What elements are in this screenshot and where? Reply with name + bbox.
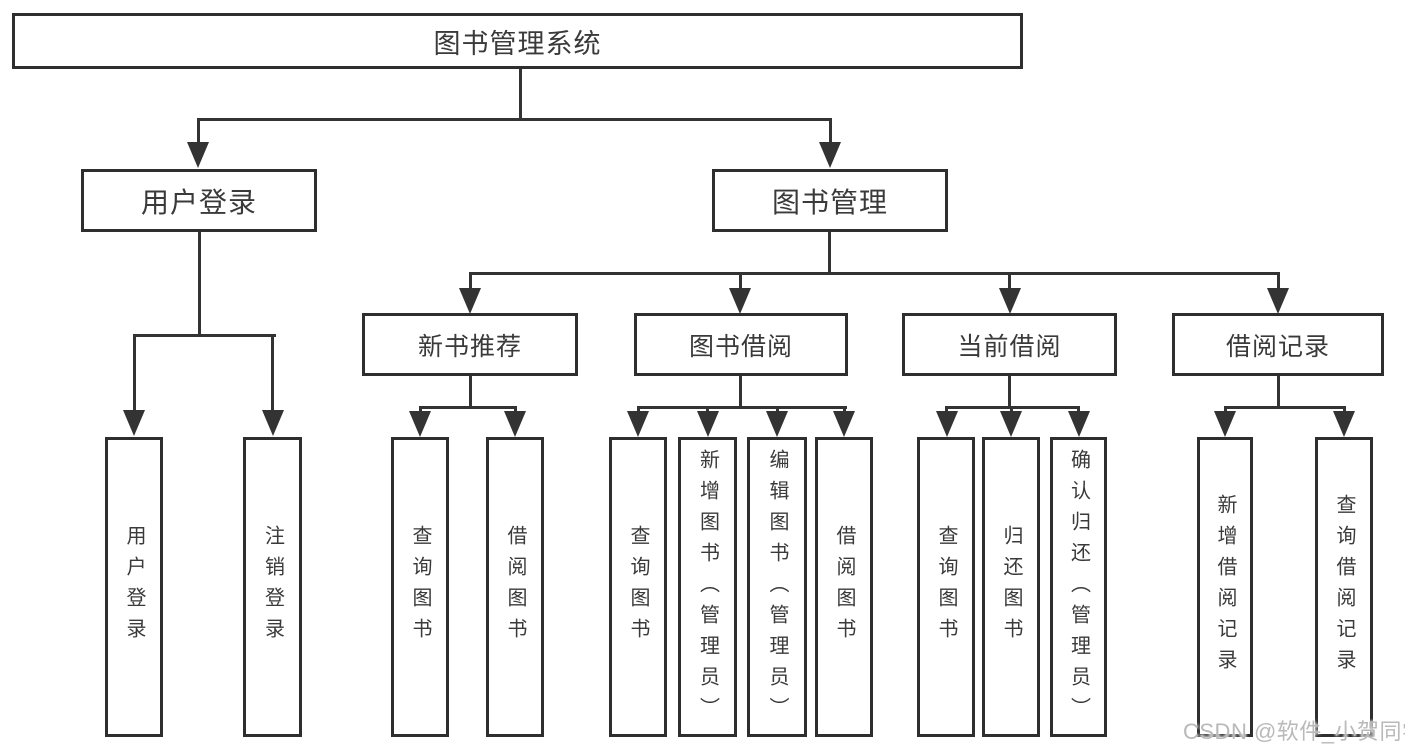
- leaf-label: 查询图书: [409, 525, 431, 649]
- connector-arrow-down: [696, 406, 719, 437]
- leaf-borrow-books-2: 借阅图书: [815, 437, 873, 737]
- leaf-add-borrow-record: 新增借阅记录: [1197, 437, 1253, 737]
- node-new-book-recommend: 新书推荐: [362, 313, 578, 376]
- leaf-label: 归还图书: [1000, 525, 1022, 649]
- leaf-label: 用户登录: [123, 525, 145, 649]
- connector-arrow-down: [1214, 406, 1236, 437]
- connector-line: [518, 69, 522, 120]
- leaf-edit-book-admin: 编辑图书（管理员）: [747, 437, 807, 737]
- node-library-system: 图书管理系统: [12, 13, 1023, 69]
- connector-line: [468, 375, 472, 407]
- connector-arrow-down: [123, 335, 145, 436]
- connector-arrow-down: [819, 118, 841, 168]
- leaf-label: 确认归还（管理员）: [1067, 449, 1090, 728]
- connector-line: [1223, 406, 1346, 409]
- leaf-label: 新增借阅记录: [1214, 494, 1236, 680]
- node-current-borrow: 当前借阅: [902, 313, 1117, 376]
- connector-line: [739, 375, 742, 407]
- leaf-query-books-2: 查询图书: [609, 437, 667, 737]
- leaf-label: 查询借阅记录: [1333, 494, 1355, 680]
- connector-line: [196, 118, 832, 121]
- connector-arrow-down: [1267, 272, 1289, 314]
- connector-line: [1008, 375, 1011, 407]
- connector-arrow-down: [1067, 406, 1090, 437]
- csdn-watermark: CSDN @软件_小贺同学: [1183, 719, 1405, 744]
- connector-arrow-down: [998, 272, 1021, 314]
- leaf-label: 查询图书: [935, 525, 957, 649]
- connector-arrow-down: [766, 406, 788, 437]
- leaf-label: 查询图书: [627, 525, 649, 649]
- connector-line: [197, 231, 201, 335]
- leaf-query-borrow-record: 查询借阅记录: [1315, 437, 1373, 737]
- node-book-borrow: 图书借阅: [634, 313, 848, 376]
- connector-arrow-down: [187, 118, 209, 168]
- connector-line: [468, 272, 1280, 275]
- connector-arrow-down: [1000, 406, 1022, 437]
- leaf-label: 新增图书（管理员）: [696, 449, 719, 728]
- leaf-logout-login: 注销登录: [243, 437, 302, 737]
- connector-arrow-down: [504, 406, 526, 437]
- connector-arrow-down: [459, 272, 481, 314]
- connector-arrow-down: [833, 406, 855, 437]
- leaf-add-book-admin: 新增图书（管理员）: [678, 437, 737, 737]
- leaf-label: 借阅图书: [504, 525, 526, 649]
- connector-line: [132, 334, 276, 337]
- leaf-borrow-books-1: 借阅图书: [486, 437, 544, 737]
- connector-arrow-down: [935, 406, 958, 437]
- connector-line: [1276, 375, 1280, 407]
- connector-arrow-down: [729, 272, 751, 314]
- connector-line: [945, 406, 1080, 409]
- connector-line: [418, 406, 517, 409]
- leaf-label: 编辑图书（管理员）: [766, 449, 788, 728]
- node-user-login: 用户登录: [81, 169, 317, 232]
- leaf-query-books-1: 查询图书: [391, 437, 449, 737]
- leaf-query-books-3: 查询图书: [917, 437, 975, 737]
- connector-line: [828, 232, 831, 273]
- connector-arrow-down: [261, 335, 284, 436]
- leaf-return-book: 归还图书: [982, 437, 1040, 737]
- connector-arrow-down: [409, 406, 431, 437]
- connector-arrow-down: [1333, 406, 1355, 437]
- leaf-label: 注销登录: [261, 525, 284, 649]
- leaf-label: 借阅图书: [833, 525, 855, 649]
- connector-line: [636, 406, 847, 409]
- connector-arrow-down: [627, 406, 649, 437]
- node-borrow-records: 借阅记录: [1172, 313, 1384, 376]
- leaf-confirm-return-admin: 确认归还（管理员）: [1050, 437, 1107, 737]
- node-book-management: 图书管理: [712, 169, 948, 232]
- leaf-user-login: 用户登录: [105, 437, 163, 737]
